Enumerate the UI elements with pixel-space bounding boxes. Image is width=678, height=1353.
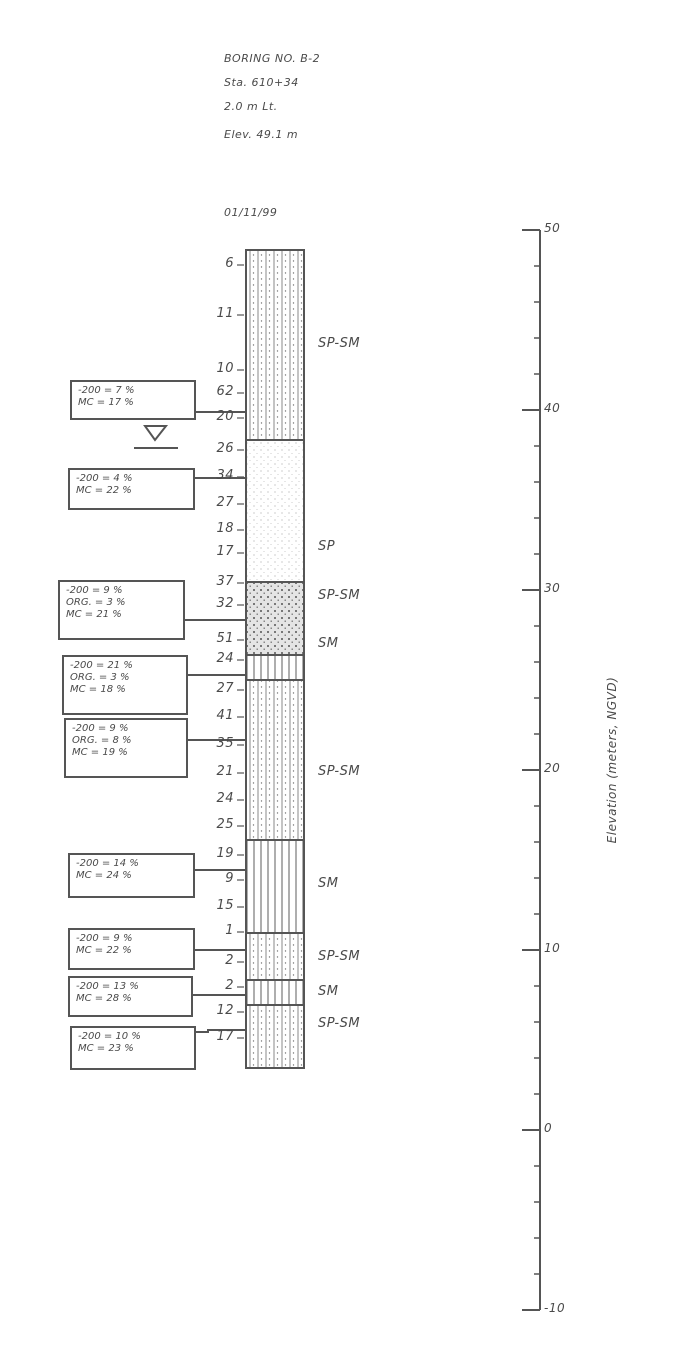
lab-test-value: -200 = 9 %: [66, 585, 123, 596]
blow-count: 24: [216, 651, 234, 666]
blow-count: 26: [216, 441, 234, 456]
lab-test-value: MC = 18 %: [70, 684, 126, 695]
blow-count: 15: [216, 898, 234, 913]
blow-count: 27: [216, 681, 234, 696]
lab-test-box: -200 = 9 %ORG. = 3 %MC = 21 %: [58, 580, 185, 640]
lab-test-value: -200 = 9 %: [72, 723, 129, 734]
axis-tick-label: 0: [544, 1121, 553, 1135]
axis-tick-label: 50: [544, 221, 561, 235]
lab-test-box: -200 = 14 %MC = 24 %: [68, 853, 195, 898]
soil-layer: [245, 839, 305, 934]
lab-test-value: -200 = 7 %: [78, 385, 135, 396]
lab-test-value: ORG. = 3 %: [66, 597, 126, 608]
soil-layer: [245, 439, 305, 583]
lab-test-box: -200 = 4 %MC = 22 %: [68, 468, 195, 510]
soil-classification: SM: [318, 636, 339, 651]
lab-test-value: -200 = 9 %: [76, 933, 133, 944]
blow-count: 2: [225, 978, 234, 993]
soil-layer: [245, 679, 305, 841]
boring-number: BORING NO. B-2: [224, 52, 321, 65]
soil-classification: SP: [318, 539, 336, 554]
soil-classification: SP-SM: [318, 588, 361, 603]
blow-count: 24: [216, 791, 234, 806]
blow-count: 6: [225, 256, 234, 271]
blow-count: 35: [216, 736, 234, 751]
soil-classification: SP-SM: [318, 764, 361, 779]
lab-test-value: -200 = 14 %: [76, 858, 139, 869]
blow-count: 1: [225, 923, 234, 938]
lab-test-value: -200 = 21 %: [70, 660, 133, 671]
soil-column: [245, 249, 305, 1069]
lab-test-value: MC = 24 %: [76, 870, 132, 881]
blow-count: 12: [216, 1003, 234, 1018]
axis-tick-label: 40: [544, 401, 561, 415]
soil-layer: [245, 654, 305, 681]
lab-test-value: MC = 19 %: [72, 747, 128, 758]
offset: 2.0 m Lt.: [224, 100, 278, 113]
blow-count: 18: [216, 521, 234, 536]
boring-date: 01/11/99: [224, 206, 278, 219]
blow-count: 25: [216, 817, 234, 832]
soil-layer: [245, 979, 305, 1006]
blow-count: 20: [216, 409, 234, 424]
lab-test-box: -200 = 21 %ORG. = 3 %MC = 18 %: [62, 655, 188, 715]
ground-elevation: Elev. 49.1 m: [224, 128, 299, 141]
blow-count: 32: [216, 596, 234, 611]
lab-test-value: ORG. = 8 %: [72, 735, 132, 746]
lab-test-value: MC = 22 %: [76, 945, 132, 956]
blow-count: 2: [225, 953, 234, 968]
elevation-axis-label: Elevation (meters, NGVD): [605, 676, 619, 844]
lab-test-value: MC = 22 %: [76, 485, 132, 496]
soil-classification: SP-SM: [318, 336, 361, 351]
axis-tick-label: -10: [544, 1301, 566, 1315]
soil-layer: [245, 249, 305, 441]
soil-classification: SP-SM: [318, 1016, 361, 1031]
soil-classification: SM: [318, 876, 339, 891]
blow-count: 9: [225, 871, 234, 886]
soil-layer: [245, 932, 305, 981]
blow-count: 17: [216, 544, 234, 559]
blow-count: 34: [216, 468, 234, 483]
blow-count: 51: [216, 631, 234, 646]
lab-test-value: MC = 28 %: [76, 993, 132, 1004]
station: Sta. 610+34: [224, 76, 299, 89]
elevation-axis: [522, 229, 541, 1311]
soil-layer: [245, 1004, 305, 1069]
lab-test-value: -200 = 10 %: [78, 1031, 141, 1042]
blow-count: 17: [216, 1029, 234, 1044]
axis-tick-label: 20: [544, 761, 561, 775]
soil-classification: SM: [318, 984, 339, 999]
blow-count: 10: [216, 361, 234, 376]
blow-count: 19: [216, 846, 234, 861]
blow-count: 41: [216, 708, 234, 723]
lab-test-connector: [196, 1029, 246, 1033]
lab-test-box: -200 = 13 %MC = 28 %: [68, 976, 193, 1017]
lab-test-value: ORG. = 3 %: [70, 672, 130, 683]
blow-count: 27: [216, 495, 234, 510]
lab-test-value: -200 = 4 %: [76, 473, 133, 484]
blow-count: 21: [216, 764, 234, 779]
axis-tick-label: 30: [544, 581, 561, 595]
lab-test-box: -200 = 9 %MC = 22 %: [68, 928, 195, 970]
lab-test-box: -200 = 9 %ORG. = 8 %MC = 19 %: [64, 718, 188, 778]
lab-test-box: -200 = 7 %MC = 17 %: [70, 380, 196, 420]
lab-test-value: MC = 23 %: [78, 1043, 134, 1054]
water-table-icon: [134, 425, 178, 449]
soil-classification: SP-SM: [318, 949, 361, 964]
test-connectors: [185, 264, 246, 1039]
blow-count: 11: [216, 306, 234, 321]
soil-layer: [245, 581, 305, 656]
blow-count: 37: [216, 574, 234, 589]
lab-test-box: -200 = 10 %MC = 23 %: [70, 1026, 196, 1070]
axis-tick-label: 10: [544, 941, 561, 955]
lab-test-value: MC = 21 %: [66, 609, 122, 620]
blow-count: 62: [216, 384, 234, 399]
lab-test-value: -200 = 13 %: [76, 981, 139, 992]
lab-test-value: MC = 17 %: [78, 397, 134, 408]
